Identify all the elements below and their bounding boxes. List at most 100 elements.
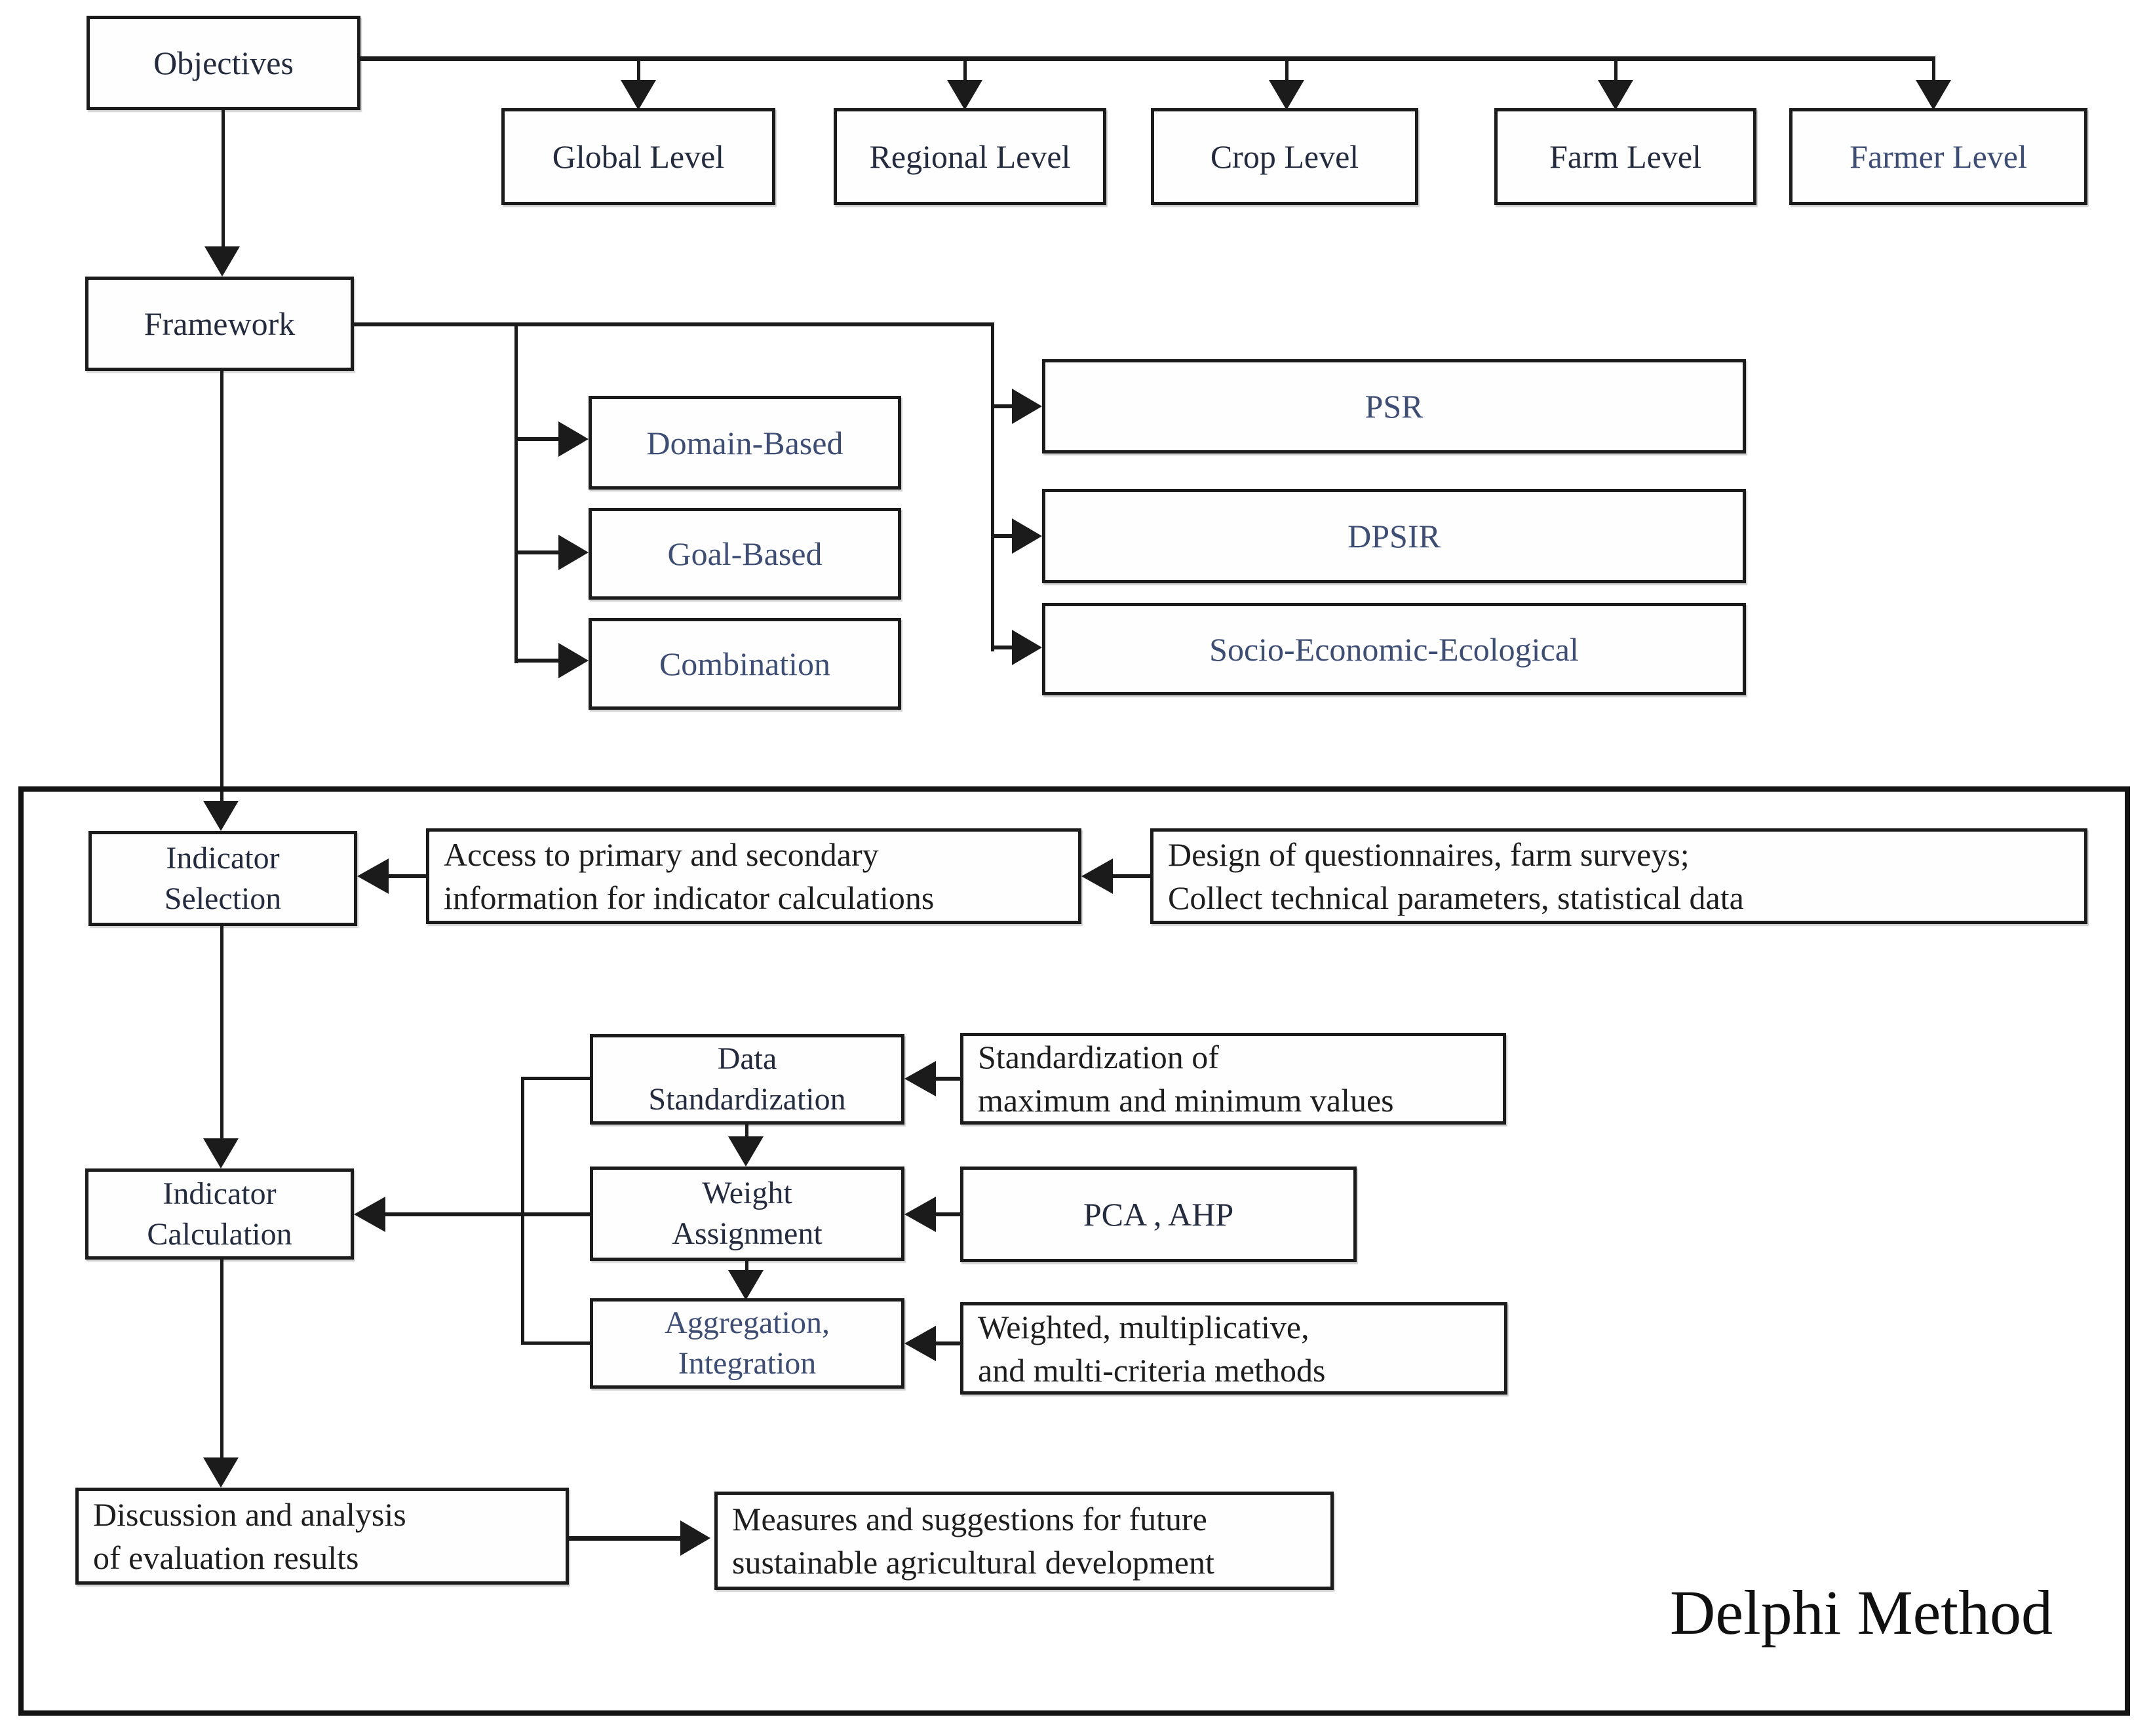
- dpsir-box: DPSIR: [1042, 489, 1746, 583]
- weight-assignment-line2: Assignment: [672, 1216, 823, 1251]
- standardization-values-line2: maximum and minimum values: [978, 1082, 1394, 1119]
- level-box-farm: Farm Level: [1494, 108, 1756, 205]
- weighted-methods-line2: and multi-criteria methods: [978, 1351, 1326, 1389]
- arrow-right-icon: [1012, 630, 1042, 665]
- framework-label: Framework: [144, 305, 296, 342]
- measures-box: Measures and suggestions for future sust…: [714, 1492, 1334, 1590]
- pca-ahp-box: PCA , AHP: [960, 1167, 1357, 1262]
- top-branch-line: [360, 56, 1935, 61]
- goal-based-box: Goal-Based: [589, 508, 901, 600]
- arrow-down-icon: [203, 801, 239, 831]
- connector-stem: [991, 534, 1013, 538]
- connector-stem: [569, 1536, 682, 1541]
- farmer-level-label: Farmer Level: [1850, 138, 2027, 175]
- connector-stem: [385, 1212, 590, 1216]
- domain-based-box: Domain-Based: [589, 396, 901, 490]
- arrow-left-icon: [904, 1061, 936, 1096]
- design-questionnaires-box: Design of questionnaires, farm surveys; …: [1150, 828, 2087, 924]
- arrow-down-icon: [1269, 80, 1304, 110]
- socio-economic-ecological-label: Socio-Economic-Ecological: [1209, 630, 1579, 668]
- combination-label: Combination: [659, 646, 831, 682]
- domain-based-label: Domain-Based: [646, 424, 843, 461]
- connector-stem: [936, 1212, 960, 1216]
- connector-stem: [745, 1125, 748, 1138]
- framework-box: Framework: [85, 277, 354, 371]
- weighted-methods-box: Weighted, multiplicative, and multi-crit…: [960, 1302, 1507, 1395]
- global-level-label: Global Level: [552, 138, 725, 175]
- connector-stem: [1113, 874, 1150, 878]
- arrow-right-icon: [558, 421, 589, 457]
- weight-assignment-box: Weight Assignment: [590, 1167, 904, 1261]
- goal-based-label: Goal-Based: [667, 535, 823, 572]
- framework-branch-line: [354, 322, 994, 326]
- connector-stem: [514, 550, 558, 554]
- level-box-regional: Regional Level: [834, 108, 1106, 205]
- arrow-down-icon: [1598, 80, 1633, 110]
- connector-stem: [514, 659, 558, 663]
- arrow-left-icon: [904, 1197, 936, 1232]
- connector-stem: [220, 926, 223, 1139]
- connector-stem: [1285, 61, 1289, 81]
- connector-stem: [514, 437, 558, 441]
- objectives-box: Objectives: [87, 16, 360, 110]
- indicator-calculation-line1: Indicator: [163, 1176, 277, 1211]
- arrow-right-icon: [558, 535, 589, 570]
- connector-stem: [1932, 61, 1935, 81]
- aggregation-integration-box: Aggregation, Integration: [590, 1298, 904, 1389]
- standardization-values-line1: Standardization of: [978, 1039, 1219, 1075]
- psr-box: PSR: [1042, 359, 1746, 453]
- arrow-down-icon: [621, 80, 656, 110]
- delphi-method-container: [18, 786, 2130, 1716]
- connector-stem: [991, 404, 1013, 408]
- framework-left-branch-line: [514, 322, 518, 663]
- level-box-global: Global Level: [501, 108, 775, 205]
- level-box-crop: Crop Level: [1151, 108, 1418, 205]
- data-standardization-box: Data Standardization: [590, 1034, 904, 1125]
- design-questionnaires-line2: Collect technical parameters, statistica…: [1168, 879, 1744, 916]
- connector-stem: [963, 61, 967, 81]
- aggregation-line1: Aggregation,: [665, 1305, 830, 1340]
- arrow-down-icon: [204, 246, 240, 277]
- farm-level-label: Farm Level: [1549, 138, 1701, 175]
- design-questionnaires-line1: Design of questionnaires, farm surveys;: [1168, 836, 1690, 873]
- bracket-line: [521, 1077, 524, 1345]
- discussion-box: Discussion and analysis of evaluation re…: [75, 1488, 569, 1585]
- data-standardization-line2: Standardization: [648, 1082, 846, 1117]
- bracket-stub-top: [521, 1077, 590, 1080]
- connector-stem: [745, 1261, 748, 1271]
- combination-box: Combination: [589, 618, 901, 710]
- connector-stem: [222, 110, 225, 248]
- weight-assignment-line1: Weight: [702, 1176, 792, 1210]
- arrow-down-icon: [1916, 80, 1951, 110]
- connector-stem: [936, 1077, 960, 1081]
- arrow-left-icon: [904, 1326, 936, 1361]
- arrow-down-icon: [947, 80, 982, 110]
- indicator-selection-box: Indicator Selection: [88, 831, 357, 926]
- regional-level-label: Regional Level: [869, 138, 1071, 175]
- indicator-selection-line2: Selection: [164, 881, 282, 916]
- access-information-box: Access to primary and secondary informat…: [426, 828, 1081, 924]
- psr-label: PSR: [1365, 388, 1424, 425]
- connector-stem: [1614, 61, 1618, 81]
- framework-right-branch-line: [991, 322, 994, 651]
- standardization-values-box: Standardization of maximum and minimum v…: [960, 1033, 1506, 1125]
- measures-line1: Measures and suggestions for future: [732, 1501, 1207, 1537]
- crop-level-label: Crop Level: [1210, 138, 1359, 175]
- weighted-methods-line1: Weighted, multiplicative,: [978, 1308, 1309, 1345]
- indicator-calculation-box: Indicator Calculation: [85, 1168, 354, 1260]
- measures-line2: sustainable agricultural development: [732, 1544, 1214, 1581]
- access-information-line1: Access to primary and secondary: [444, 836, 879, 873]
- arrow-down-icon: [203, 1138, 239, 1168]
- arrow-down-icon: [728, 1270, 764, 1300]
- arrow-left-icon: [1081, 858, 1113, 894]
- aggregation-line2: Integration: [678, 1346, 817, 1381]
- dpsir-label: DPSIR: [1347, 518, 1441, 554]
- discussion-line1: Discussion and analysis: [93, 1496, 406, 1533]
- connector-stem: [991, 646, 1013, 649]
- socio-economic-ecological-box: Socio-Economic-Ecological: [1042, 603, 1746, 695]
- connector-stem: [637, 61, 640, 81]
- connector-stem: [389, 874, 426, 878]
- arrow-right-icon: [1012, 389, 1042, 424]
- data-standardization-line1: Data: [717, 1041, 777, 1076]
